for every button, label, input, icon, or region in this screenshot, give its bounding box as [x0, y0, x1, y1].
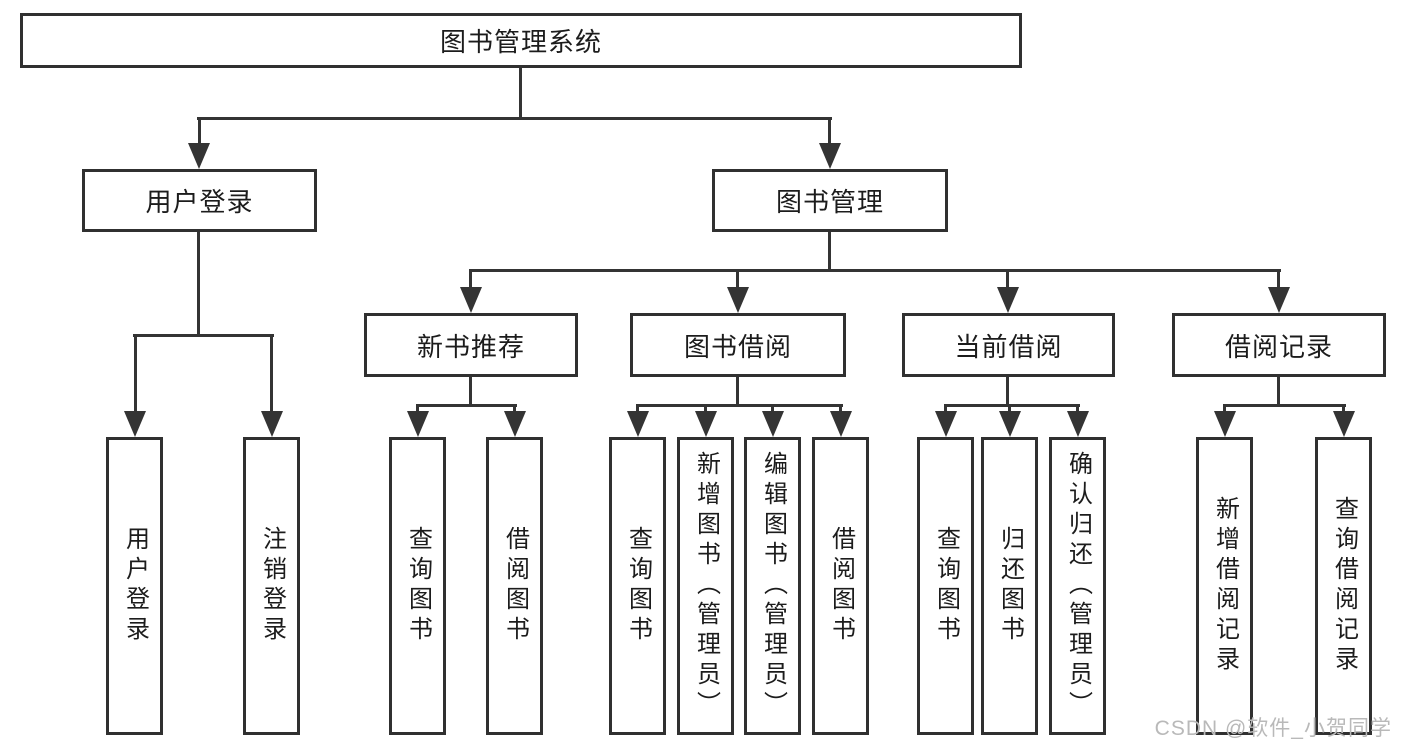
leaf-label: 编辑图书（管理员） [759, 451, 787, 721]
leaf-cb-query-book: 查询图书 [917, 437, 974, 735]
watermark-text: CSDN @软件_小贺同学 [1154, 717, 1392, 740]
leaf-bb-query-book: 查询图书 [609, 437, 666, 735]
node-book-borrow: 图书借阅 [630, 313, 846, 377]
connector-line [469, 269, 1281, 272]
connector-line [469, 269, 472, 290]
leaf-label: 新增借阅记录 [1211, 496, 1239, 676]
node-user-login: 用户登录 [82, 169, 317, 232]
arrow-down-icon [1214, 411, 1236, 437]
leaf-label: 查询借阅记录 [1330, 496, 1358, 676]
leaf-label: 归还图书 [996, 526, 1024, 646]
node-book-management: 图书管理 [712, 169, 948, 232]
leaf-bb-add-book-admin: 新增图书（管理员） [677, 437, 734, 735]
arrow-down-icon [727, 287, 749, 313]
arrow-down-icon [627, 411, 649, 437]
connector-line [636, 404, 843, 407]
leaf-label: 用户登录 [121, 526, 149, 646]
arrow-down-icon [1268, 287, 1290, 313]
arrow-down-icon [935, 411, 957, 437]
connector-line [133, 334, 274, 337]
connector-line [197, 232, 200, 337]
node-label: 新书推荐 [416, 331, 525, 362]
leaf-label: 借阅图书 [827, 526, 855, 646]
node-root: 图书管理系统 [20, 13, 1022, 68]
arrow-down-icon [504, 411, 526, 437]
leaf-cb-return-book: 归还图书 [981, 437, 1038, 735]
arrow-down-icon [830, 411, 852, 437]
leaf-label: 查询图书 [624, 526, 652, 646]
node-borrow-records: 借阅记录 [1172, 313, 1386, 377]
arrow-down-icon [819, 143, 841, 169]
connector-line [519, 68, 522, 120]
arrow-down-icon [261, 411, 283, 437]
arrow-down-icon [1333, 411, 1355, 437]
leaf-label: 注销登录 [258, 526, 286, 646]
connector-line [198, 117, 201, 146]
node-current-borrow: 当前借阅 [902, 313, 1115, 377]
leaf-label: 查询图书 [932, 526, 960, 646]
connector-line [469, 377, 472, 407]
arrow-down-icon [188, 143, 210, 169]
arrow-down-icon [460, 287, 482, 313]
connector-line [944, 404, 1080, 407]
leaf-label: 借阅图书 [501, 526, 529, 646]
leaf-label: 新增图书（管理员） [692, 451, 720, 721]
arrow-down-icon [124, 411, 146, 437]
leaf-label: 确认归还（管理员） [1064, 451, 1092, 721]
connector-line [1277, 377, 1280, 407]
connector-line [197, 117, 832, 120]
leaf-label: 查询图书 [404, 526, 432, 646]
arrow-down-icon [695, 411, 717, 437]
arrow-down-icon [997, 287, 1019, 313]
leaf-logout: 注销登录 [243, 437, 300, 735]
connector-line [828, 117, 831, 146]
arrow-down-icon [407, 411, 429, 437]
leaf-br-add-record: 新增借阅记录 [1196, 437, 1253, 735]
leaf-cb-confirm-return-admin: 确认归还（管理员） [1049, 437, 1106, 735]
node-label: 用户登录 [145, 187, 254, 217]
node-new-book-recommend: 新书推荐 [364, 313, 578, 377]
node-label: 图书管理系统 [439, 27, 602, 57]
connector-line [1277, 269, 1280, 290]
node-label: 当前借阅 [954, 331, 1063, 362]
leaf-bb-borrow-book: 借阅图书 [812, 437, 869, 735]
connector-line [1006, 377, 1009, 407]
connector-line [1006, 269, 1009, 290]
connector-line [736, 377, 739, 407]
node-label: 图书借阅 [683, 331, 792, 362]
connector-line [1223, 404, 1346, 407]
connector-line [270, 334, 273, 414]
connector-line [736, 269, 739, 290]
arrow-down-icon [1067, 411, 1089, 437]
connector-line [828, 232, 831, 272]
leaf-br-query-record: 查询借阅记录 [1315, 437, 1372, 735]
arrow-down-icon [999, 411, 1021, 437]
connector-line [416, 404, 517, 407]
leaf-bb-edit-book-admin: 编辑图书（管理员） [744, 437, 801, 735]
node-label: 借阅记录 [1224, 331, 1333, 362]
connector-line [134, 334, 137, 414]
node-label: 图书管理 [775, 187, 884, 217]
arrow-down-icon [762, 411, 784, 437]
leaf-user-login: 用户登录 [106, 437, 163, 735]
leaf-nb-query-book: 查询图书 [389, 437, 446, 735]
leaf-nb-borrow-book: 借阅图书 [486, 437, 543, 735]
